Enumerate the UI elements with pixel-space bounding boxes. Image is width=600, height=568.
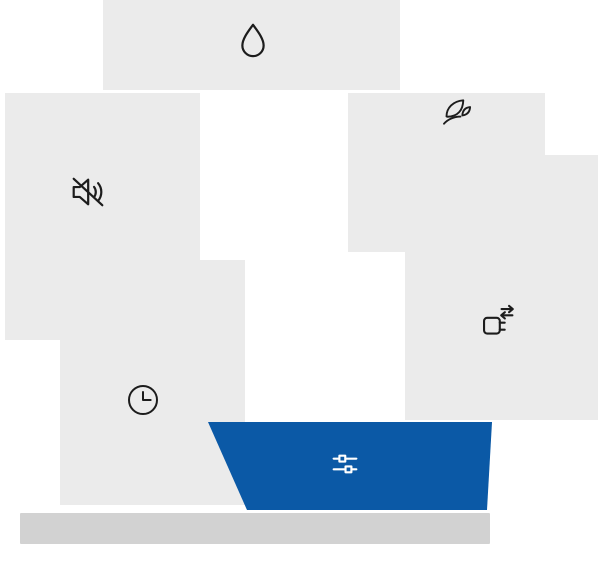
clock-icon bbox=[128, 385, 158, 415]
leaf-icon bbox=[443, 99, 472, 125]
water-drop-icon bbox=[241, 23, 265, 58]
tile-time[interactable] bbox=[60, 260, 245, 505]
bottom-bar bbox=[20, 513, 490, 544]
sliders-icon bbox=[332, 454, 358, 474]
tile-connect[interactable] bbox=[405, 155, 598, 420]
plug-sync-icon bbox=[482, 304, 514, 335]
speaker-mute-icon bbox=[72, 177, 104, 207]
tile-water[interactable] bbox=[103, 0, 400, 90]
tile-adjust-selected[interactable] bbox=[207, 422, 493, 510]
